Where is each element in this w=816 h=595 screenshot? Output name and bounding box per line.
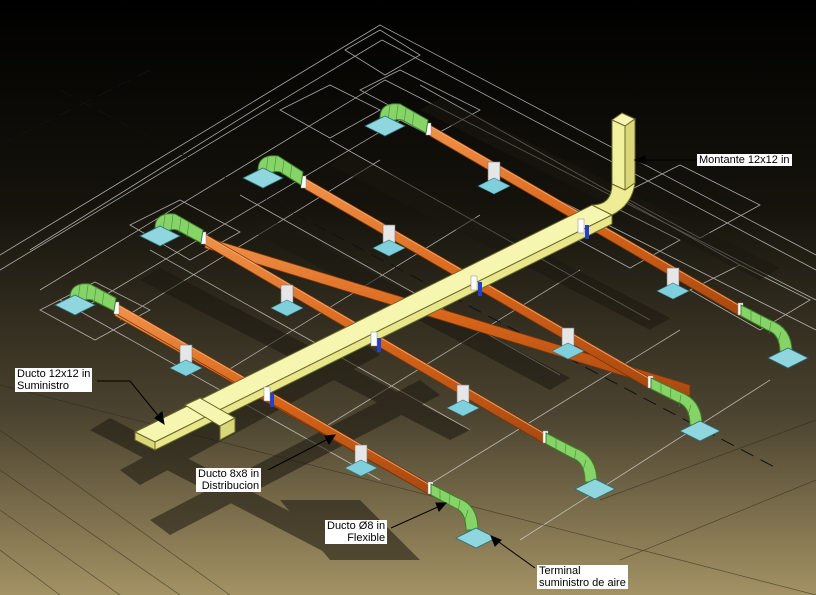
flex-duct-7	[650, 377, 703, 426]
label-terminal-line-1: Terminal	[539, 565, 581, 577]
label-flexible: Ducto Ø8 in Flexible	[325, 520, 388, 544]
label-terminal: Terminal suministro de aire	[537, 565, 628, 589]
leader-lines	[97, 155, 697, 569]
diffuser-7	[679, 420, 721, 442]
flex-duct-6	[545, 432, 598, 483]
dashed-reference-lines	[0, 69, 781, 471]
floor-grid	[0, 384, 816, 595]
label-flexible-line-2: Flexible	[347, 532, 386, 544]
flex-duct-5	[430, 483, 479, 531]
label-suministro-line-2: Suministro	[17, 380, 69, 392]
label-montante-text: Montante 12x12 in	[699, 154, 790, 166]
label-montante: Montante 12x12 in	[697, 154, 792, 166]
riser-duct	[591, 112, 636, 216]
diffuser-6	[574, 478, 616, 500]
label-suministro: Ducto 12x12 in Suministro	[15, 368, 93, 392]
diffuser-8	[767, 347, 809, 369]
diffuser-2	[139, 225, 181, 247]
hanger-bases	[169, 177, 690, 477]
diffuser-3	[242, 167, 284, 189]
diffuser-4	[364, 115, 406, 137]
label-terminal-line-2: suministro de aire	[539, 577, 626, 589]
label-suministro-line-1: Ducto 12x12 in	[17, 368, 91, 380]
label-distribucion: Ducto 8x8 in Distribucion	[196, 468, 262, 492]
flex-corrugation	[77, 104, 782, 521]
duct-couplings	[270, 225, 589, 407]
label-flexible-line-1: Ducto Ø8 in	[327, 520, 386, 532]
label-distribucion-line-2: Distribucion	[201, 480, 260, 492]
diffuser-1	[54, 294, 96, 316]
label-distribucion-line-1: Ducto 8x8 in	[198, 468, 260, 480]
supply-diffusers	[54, 115, 809, 549]
